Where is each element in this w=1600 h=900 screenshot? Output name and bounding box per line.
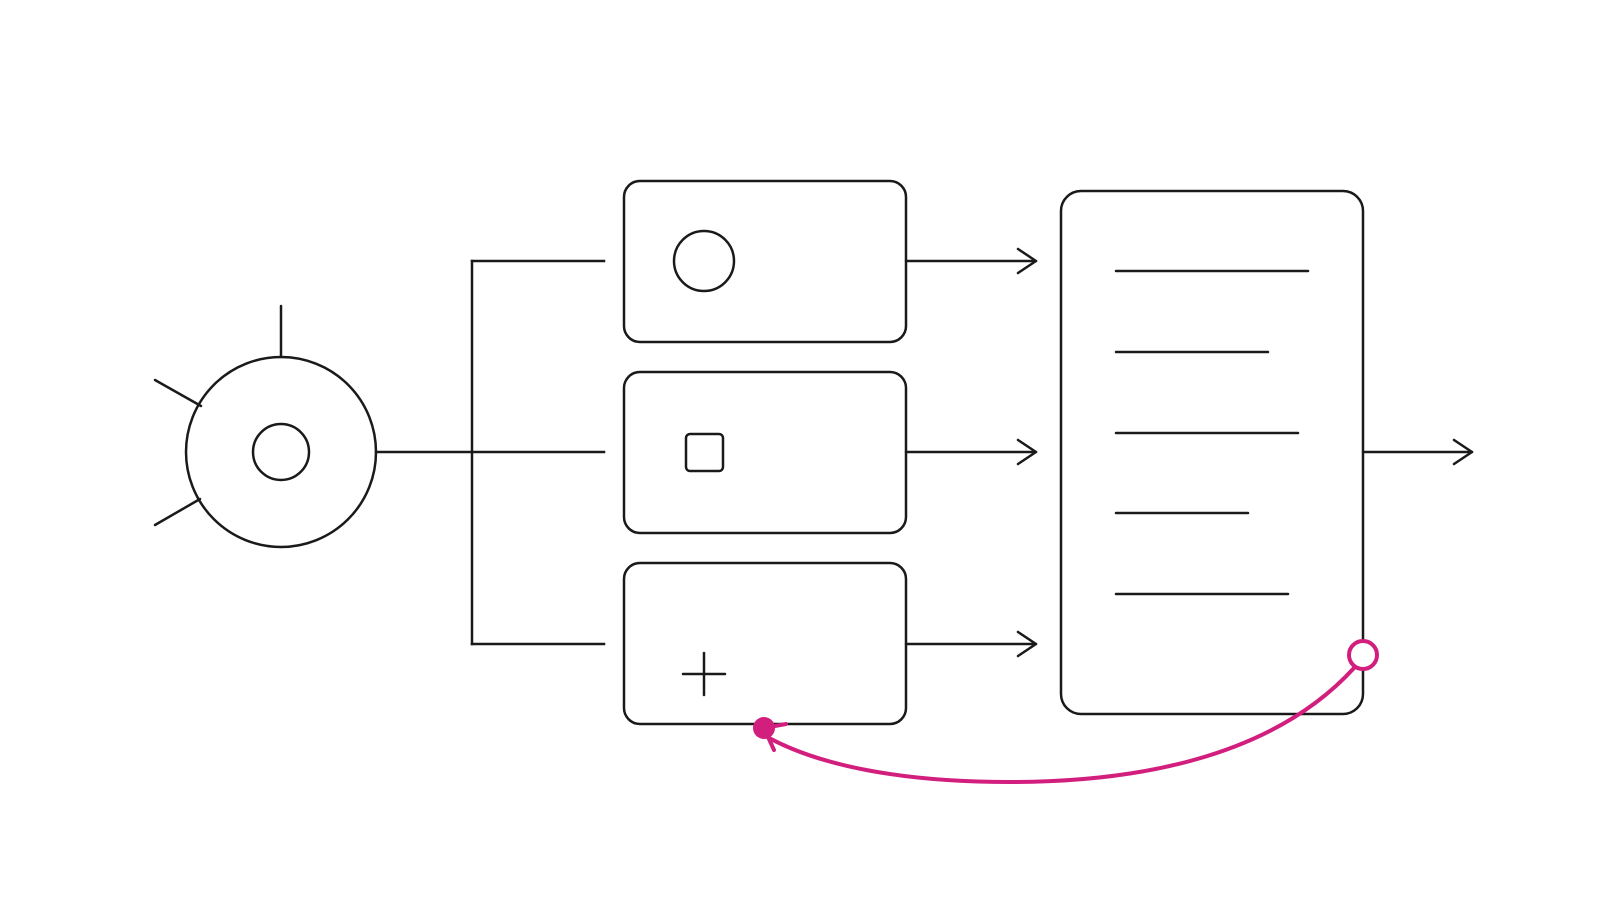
- stage-2-frame: [622, 370, 908, 535]
- final-output-arrow: [1361, 438, 1474, 466]
- splitter-connector: [374, 259, 606, 646]
- arrowhead-icon: [1016, 438, 1038, 466]
- stage-3-frame: [622, 561, 908, 726]
- feedback-end-hook: [762, 722, 788, 730]
- stage-1-frame: [622, 179, 908, 344]
- feedback-start-hollow-circle: [1347, 639, 1379, 671]
- document-frame: [1059, 189, 1365, 716]
- arrowhead-icon: [1452, 438, 1474, 466]
- document-panel: [1059, 189, 1365, 716]
- square-icon: [684, 432, 725, 473]
- circle-icon: [672, 229, 736, 293]
- source-ray-upper-left: [153, 378, 203, 408]
- feedback-end-tail: [762, 726, 776, 752]
- source-outer-circle: [184, 355, 378, 549]
- feedback-curve: [760, 666, 1356, 784]
- feedback-loop-arrow[interactable]: [753, 639, 1379, 784]
- stage-box-2: [622, 370, 908, 535]
- source-node: [153, 304, 378, 549]
- plus-icon: [681, 651, 727, 697]
- document-lines-icon: [1114, 269, 1310, 596]
- stage-box-1: [622, 179, 908, 344]
- arrowhead-icon: [1016, 630, 1038, 658]
- stage-box-3: [622, 561, 908, 726]
- stage-output-arrows: [904, 247, 1038, 658]
- stage-1-output-arrow: [904, 247, 1038, 275]
- source-ray-lower-left: [153, 497, 202, 527]
- stage-3-output-arrow: [904, 630, 1038, 658]
- arrowhead-icon: [1016, 247, 1038, 275]
- stage-2-output-arrow: [904, 438, 1038, 466]
- source-inner-circle: [251, 422, 311, 482]
